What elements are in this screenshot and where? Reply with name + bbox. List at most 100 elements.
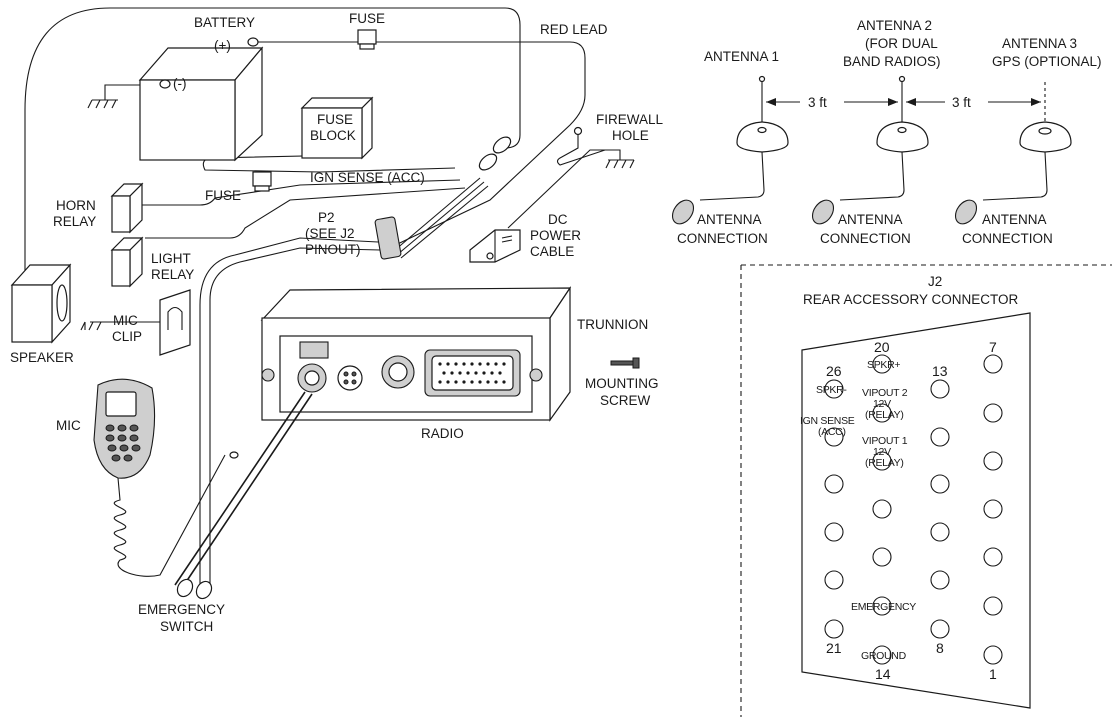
pin-7: [983, 354, 1003, 374]
antenna-connection-2-label-1: ANTENNA: [838, 212, 903, 227]
light-relay: [110, 236, 144, 288]
fuse-top: [357, 29, 377, 50]
antenna-connection-1-label-2: CONNECTION: [677, 231, 768, 246]
antenna-2-label-1: ANTENNA 2: [857, 18, 932, 33]
radio-label: RADIO: [421, 426, 464, 441]
red-lead-label: RED LEAD: [540, 22, 608, 37]
antenna-3: [954, 82, 1072, 225]
antenna-jack-icon: [299, 341, 329, 359]
emergency-switch: [176, 578, 213, 600]
trunnion-label: TRUNNION: [577, 317, 648, 332]
fuse-top-label: FUSE: [349, 11, 385, 26]
horn-relay: [110, 182, 144, 234]
pin-number-14: 14: [875, 666, 891, 682]
emergency-switch-label-1: EMERGENCY: [138, 602, 225, 617]
pin-26: [824, 379, 844, 399]
antenna-3-label-2: GPS (OPTIONAL): [992, 54, 1102, 69]
pin-label-spkr-minus: SPKR-: [816, 384, 847, 396]
pin-label-ign-sense-2: (ACC): [818, 426, 846, 438]
ground-symbol-firewall: [605, 159, 635, 169]
j2-pin: [983, 499, 1003, 519]
antenna-connection-2-label-2: CONNECTION: [820, 231, 911, 246]
mic-clip-label-1: MIC: [113, 313, 138, 328]
mic-label: MIC: [56, 418, 81, 433]
mounting-screw-label-2: SCREW: [600, 393, 651, 408]
j2-dashed-frame: [740, 264, 1112, 717]
pin-ign-sense: [824, 427, 844, 447]
j2-pin: [983, 451, 1003, 471]
pin-number-7: 7: [989, 339, 997, 355]
j2-pin: [983, 403, 1003, 423]
p2-label-1: P2: [318, 210, 335, 225]
speaker-label: SPEAKER: [10, 350, 74, 365]
horn-relay-label-2: RELAY: [53, 214, 96, 229]
pin-label-ign-sense-1: IGN SENSE: [800, 415, 855, 427]
pin-number-13: 13: [932, 363, 948, 379]
mic-keypad-icon: [105, 424, 141, 462]
antenna-2: [811, 75, 929, 225]
horn-relay-label-1: HORN: [56, 198, 96, 213]
pin-label-spkr-plus: SPKR+: [867, 359, 900, 371]
pin-vipout2: [872, 403, 892, 423]
fuse-mid-label: FUSE: [205, 188, 241, 203]
ground-symbol-mic-clip: [80, 321, 102, 331]
j2-connector-shell: [801, 312, 1031, 709]
j2-pin: [824, 570, 844, 590]
pin-label-emergency: EMERGENCY: [851, 601, 916, 613]
pin-label-ground: GROUND: [861, 650, 907, 662]
j2-pin: [983, 596, 1003, 616]
pin-label-vipout2-3: (RELAY): [865, 409, 904, 421]
j2-pin: [930, 474, 950, 494]
spacing-label-2: 3 ft: [952, 95, 971, 110]
pin-vipout1: [872, 451, 892, 471]
fuse-block-label-1: FUSE: [317, 112, 353, 127]
j2-pin: [930, 522, 950, 542]
mic-clip-label-2: CLIP: [112, 329, 142, 344]
mic-display-icon: [105, 391, 137, 417]
dc-cable-label-3: CABLE: [530, 244, 574, 259]
pin-label-vipout2-1: VIPOUT 2: [862, 387, 908, 399]
pin-21: [824, 619, 844, 639]
pin-1: [983, 645, 1003, 665]
trunnion-screw-left-icon: [261, 368, 275, 382]
spacing-label-1: 3 ft: [808, 95, 827, 110]
light-relay-label-1: LIGHT: [151, 251, 191, 266]
fuse-mid: [252, 171, 272, 192]
antenna-2-label-3: BAND RADIOS): [843, 54, 941, 69]
j2-title: J2: [928, 274, 942, 289]
ign-sense-label: IGN SENSE (ACC): [310, 170, 425, 185]
antenna-connection-1-icon: [671, 199, 695, 225]
pin-14: [872, 645, 892, 665]
j2-pin: [824, 474, 844, 494]
battery-positive-label: (+): [214, 38, 231, 53]
spacing-arrows: [766, 98, 1041, 106]
emergency-switch-label-2: SWITCH: [160, 619, 213, 634]
p2-label-2: (SEE J2: [305, 226, 355, 241]
firewall-hole-marker: [573, 126, 583, 136]
dc-power-cable-plug: [469, 229, 521, 263]
pin-label-vipout2-2: 12V: [873, 398, 891, 410]
j2-subtitle: REAR ACCESSORY CONNECTOR: [803, 292, 1019, 307]
battery: [138, 37, 264, 162]
pin-label-vipout1-2: 12V: [873, 446, 891, 458]
pin-13: [930, 379, 950, 399]
battery-negative-label: (-): [173, 76, 187, 91]
wiring-harness: [24, 7, 621, 590]
pin-number-1: 1: [989, 666, 997, 682]
pin-20: [872, 354, 892, 374]
light-relay-label-2: RELAY: [151, 267, 194, 282]
pin-number-8: 8: [936, 640, 944, 656]
firewall-label-1: FIREWALL: [596, 112, 664, 127]
aux-connector-icon: [337, 365, 363, 391]
j2-pins: [824, 354, 1003, 665]
fuse-block-label-2: BLOCK: [310, 128, 356, 143]
pin-8: [930, 619, 950, 639]
dc-cable-label-1: DC: [548, 212, 568, 227]
antenna-1: [671, 75, 789, 225]
pin-number-21: 21: [826, 640, 842, 656]
fuse-block: [300, 96, 374, 160]
pin-number-20: 20: [874, 339, 890, 355]
antenna-1-label: ANTENNA 1: [704, 49, 779, 64]
